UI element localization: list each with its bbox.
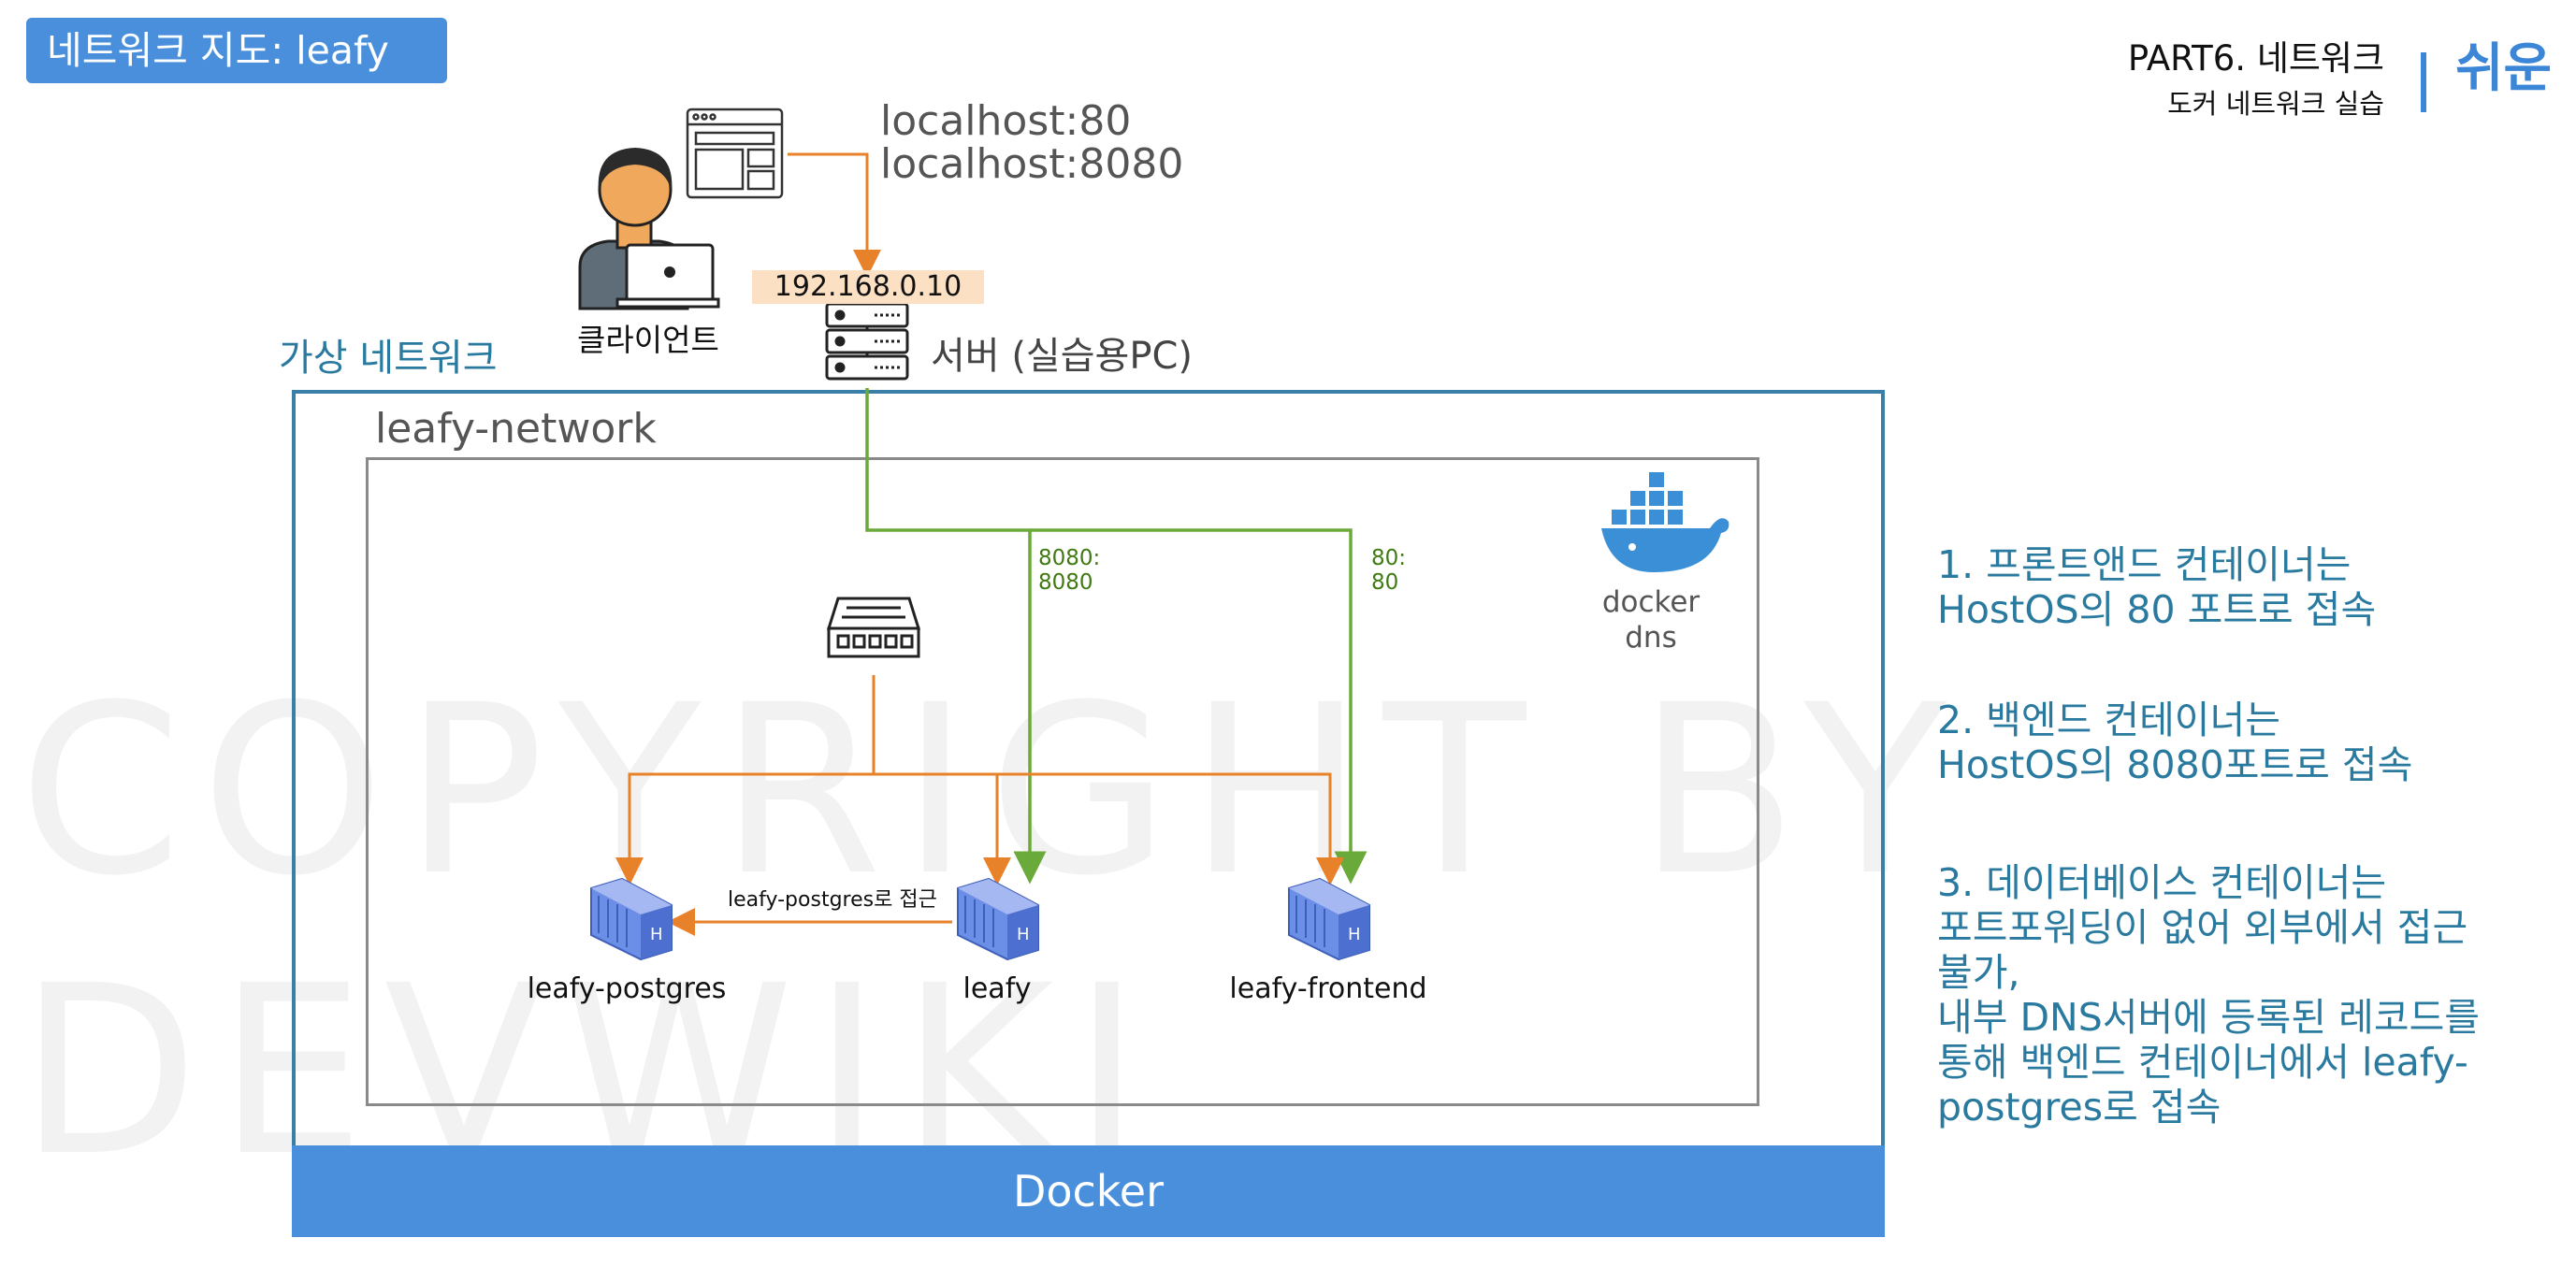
container-label-leafy: leafy xyxy=(962,972,1032,1005)
docker-label-bar: Docker xyxy=(292,1145,1885,1237)
server-icon xyxy=(825,302,909,381)
client-label: 클라이언트 xyxy=(577,322,719,358)
slide-title: 네트워크 지도: leafy xyxy=(26,18,447,83)
note-database: 3. 데이터베이스 컨테이너는 포트포워딩이 없어 외부에서 접근 불가, 내부… xyxy=(1937,860,2481,1130)
svg-text:H: H xyxy=(1348,925,1361,944)
backend-port-mapping: 8080: 8080 xyxy=(1038,546,1101,595)
note-frontend: 1. 프론트앤드 컨테이너는 HostOS의 80 포트로 접속 xyxy=(1937,542,2377,632)
part-title: PART6. 네트워크 xyxy=(2127,38,2384,79)
server-ip-label: 192.168.0.10 xyxy=(752,270,984,304)
frontend-port-mapping: 80: 80 xyxy=(1371,546,1407,595)
docker-dns-label: docker dns xyxy=(1601,585,1700,655)
network-switch-icon xyxy=(826,597,921,658)
network-name-label: leafy-network xyxy=(375,405,657,453)
svg-text:H: H xyxy=(650,925,663,944)
docker-dns-icon xyxy=(1601,470,1729,572)
brand-logo: 쉬운 ! xyxy=(2455,38,2576,99)
brand-divider xyxy=(2421,52,2426,112)
leafy-network-frame xyxy=(366,457,1759,1106)
container-label-frontend: leafy-frontend xyxy=(1229,972,1427,1005)
note-backend: 2. 백엔드 컨테이너는 HostOS의 8080포트로 접속 xyxy=(1937,698,2413,787)
container-icon-leafy: H xyxy=(957,877,1039,961)
url-label-80: localhost:80 xyxy=(880,97,1132,145)
client-user-icon xyxy=(578,148,720,310)
url-label-8080: localhost:8080 xyxy=(880,140,1184,188)
client-request-arrow xyxy=(788,152,881,278)
server-label: 서버 (실습용PC) xyxy=(931,335,1193,378)
port-forward-lines xyxy=(865,388,1368,885)
virtual-network-label: 가상 네트워크 xyxy=(279,337,498,380)
bridge-links xyxy=(615,675,1344,885)
container-icon-frontend: H xyxy=(1288,877,1370,961)
container-icon-postgres: H xyxy=(590,877,673,961)
svg-text:H: H xyxy=(1017,925,1030,944)
container-label-postgres: leafy-postgres xyxy=(527,972,727,1005)
dns-access-label: leafy-postgres로 접근 xyxy=(728,888,937,912)
part-subtitle: 도커 네트워크 실습 xyxy=(2167,88,2384,120)
browser-icon xyxy=(686,108,784,199)
